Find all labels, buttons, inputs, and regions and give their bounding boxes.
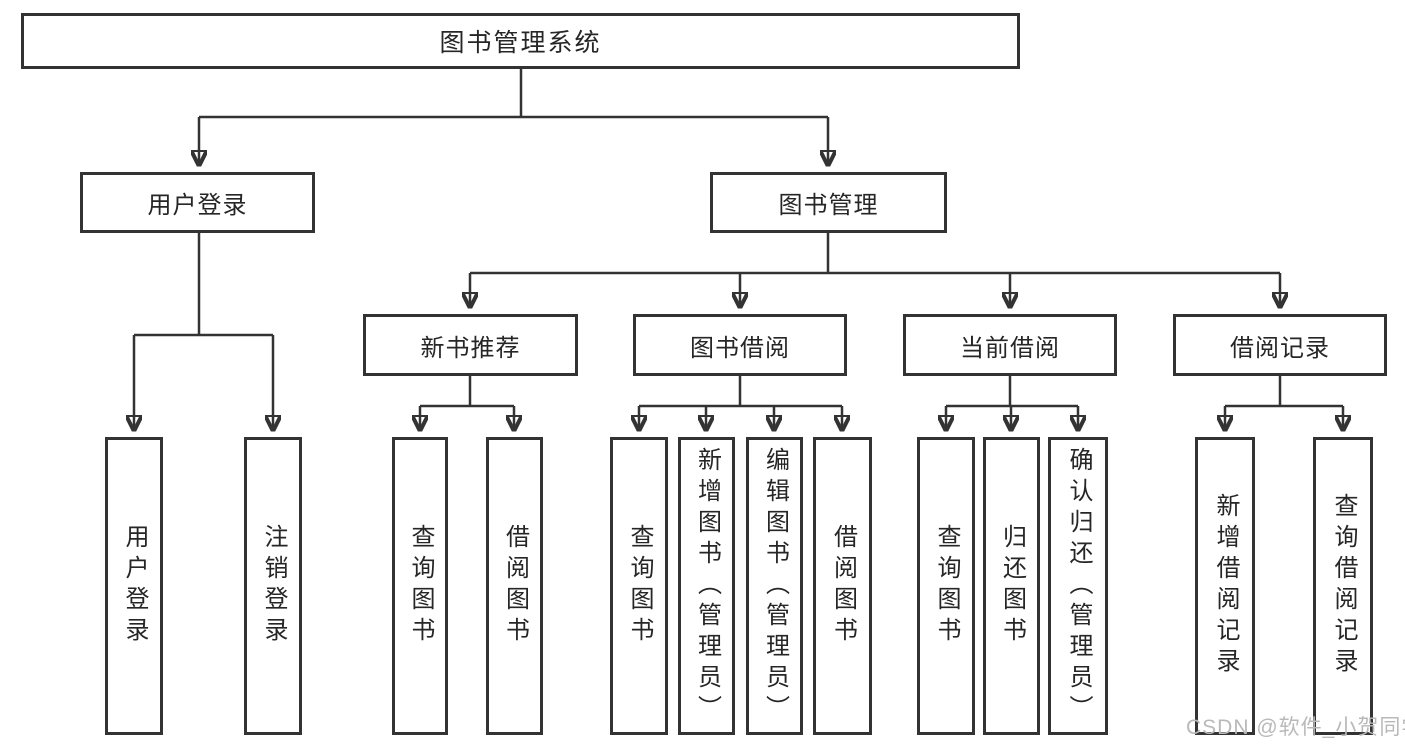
leaf-bb-query-book: 查询图书	[610, 437, 668, 735]
leaf-bb-borrow-book: 借阅图书	[813, 437, 872, 735]
node-new-book-recommend: 新书推荐	[363, 314, 578, 376]
leaf-bb-edit-book-admin: 编辑图书（管理员）	[746, 437, 803, 735]
watermark: CSDN @软件_小贺同学	[1186, 716, 1405, 739]
node-book-borrow: 图书借阅	[633, 314, 847, 376]
leaf-cb-confirm-return-admin: 确认归还（管理员）	[1048, 437, 1108, 735]
node-current-borrow: 当前借阅	[903, 314, 1117, 376]
node-user-login: 用户登录	[80, 172, 315, 233]
leaf-logout: 注销登录	[244, 437, 302, 735]
leaf-br-add-borrow-record: 新增借阅记录	[1195, 437, 1255, 735]
node-borrow-records: 借阅记录	[1173, 314, 1387, 376]
leaf-br-query-borrow-record: 查询借阅记录	[1313, 437, 1373, 735]
leaf-cb-return-book: 归还图书	[983, 437, 1040, 735]
leaf-nbr-query-book: 查询图书	[392, 437, 448, 735]
leaf-user-login: 用户登录	[105, 437, 163, 735]
leaf-cb-query-book: 查询图书	[917, 437, 975, 735]
node-book-management: 图书管理	[710, 172, 947, 233]
leaf-bb-add-book-admin: 新增图书（管理员）	[678, 437, 735, 735]
leaf-nbr-borrow-book: 借阅图书	[486, 437, 543, 735]
node-library-system: 图书管理系统	[21, 13, 1020, 69]
